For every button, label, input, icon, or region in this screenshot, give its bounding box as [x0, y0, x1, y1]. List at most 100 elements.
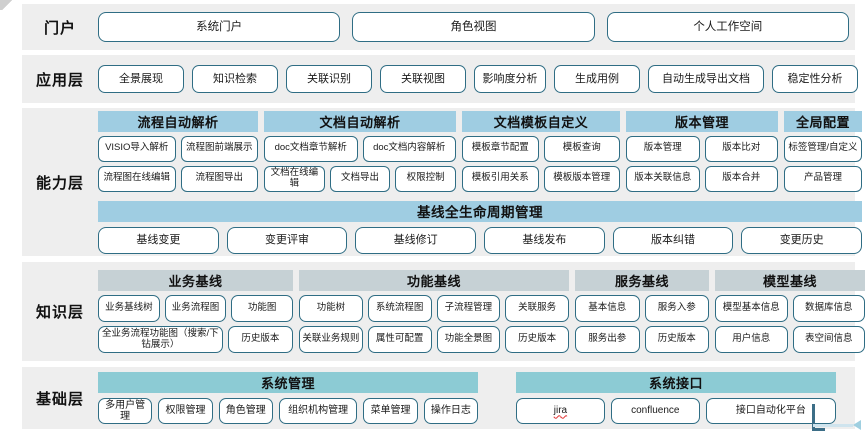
app-item-stability-analysis[interactable]: 稳定性分析 — [772, 65, 858, 93]
foundation-group-row: 多用户管理 权限管理 角色管理 组织机构管理 菜单管理 操作日志 — [98, 398, 479, 424]
foundation-group-title: 系统管理 — [98, 372, 478, 393]
lifecycle-item-baseline-publish[interactable]: 基线发布 — [484, 226, 605, 254]
knowledge-layer-section: 知识层 业务基线 业务基线树 业务流程图 功能图 全业务流程功能图（搜索/下钻展… — [22, 262, 865, 361]
decorative-bracket — [812, 404, 825, 431]
capability-group-title: 流程自动解析 — [98, 110, 258, 132]
portal-item-personal-workspace[interactable]: 个人工作空间 — [606, 12, 849, 42]
know-item-system-flowchart[interactable]: 系统流程图 — [367, 295, 432, 322]
capability-group-process-auto-parse: 流程自动解析 VISIO导入解析 流程图前端展示 流程图在线编辑 流程图导出 — [98, 110, 258, 192]
knowledge-group-row: 基本信息 服务入参 — [575, 295, 709, 322]
base-item-operation-log[interactable]: 操作日志 — [423, 398, 479, 424]
cap-item-template-query[interactable]: 模板查询 — [543, 135, 620, 162]
know-item-related-business-rule[interactable]: 关联业务规则 — [299, 326, 363, 353]
know-item-attribute-configurable[interactable]: 属性可配置 — [367, 326, 432, 353]
cap-item-template-version-manage[interactable]: 模板版本管理 — [543, 165, 620, 192]
cap-item-version-merge[interactable]: 版本合并 — [704, 165, 778, 192]
base-item-role-manage[interactable]: 角色管理 — [218, 398, 273, 424]
portal-layer-body: 系统门户 角色视图 个人工作空间 — [98, 12, 855, 42]
knowledge-layer-label: 知识层 — [35, 304, 84, 321]
base-item-menu-manage[interactable]: 菜单管理 — [363, 398, 418, 424]
foundation-group-system-interface: 系统接口 jira confluence 接口自动化平台 — [516, 372, 836, 424]
app-item-impact-analysis[interactable]: 影响度分析 — [474, 65, 546, 93]
know-item-subprocess-manage[interactable]: 子流程管理 — [436, 295, 501, 322]
portal-item-system-portal[interactable]: 系统门户 — [98, 12, 341, 42]
know-item-database-info[interactable]: 数据库信息 — [792, 295, 865, 322]
lifecycle-item-baseline-revise[interactable]: 基线修订 — [355, 226, 477, 254]
know-item-function-panorama[interactable]: 功能全景图 — [436, 326, 501, 353]
capability-group-doc-template-custom: 文档模板自定义 模板章节配置 模板查询 模板引用关系 模板版本管理 — [462, 110, 620, 192]
knowledge-group-title: 业务基线 — [98, 270, 293, 291]
know-item-business-flowchart[interactable]: 业务流程图 — [164, 295, 227, 322]
know-item-history-version[interactable]: 历史版本 — [505, 326, 569, 353]
lifecycle-item-change-review[interactable]: 变更评审 — [226, 226, 348, 254]
cap-item-version-compare[interactable]: 版本比对 — [704, 135, 778, 162]
capability-groups-grid: 流程自动解析 VISIO导入解析 流程图前端展示 流程图在线编辑 流程图导出 文… — [98, 110, 862, 192]
app-item-generate-usecase[interactable]: 生成用例 — [554, 65, 640, 93]
cap-item-doc-export[interactable]: 文档导出 — [329, 165, 391, 192]
know-item-function-chart[interactable]: 功能图 — [231, 295, 294, 322]
portal-layer-section: 门户 系统门户 角色视图 个人工作空间 — [22, 4, 855, 50]
cap-item-template-reference-relation[interactable]: 模板引用关系 — [462, 165, 539, 192]
capability-group-row: 模板引用关系 模板版本管理 — [462, 165, 620, 192]
know-item-model-basic-info[interactable]: 模型基本信息 — [715, 295, 788, 322]
cap-item-template-chapter-config[interactable]: 模板章节配置 — [462, 135, 539, 162]
capability-group-title: 版本管理 — [626, 110, 778, 132]
cap-item-doc-content-parse[interactable]: doc文档内容解析 — [362, 135, 456, 162]
base-item-org-structure-manage[interactable]: 组织机构管理 — [278, 398, 358, 424]
app-item-knowledge-search[interactable]: 知识检索 — [192, 65, 278, 93]
foundation-layer-label: 基础层 — [35, 390, 84, 408]
cap-item-flowchart-export[interactable]: 流程图导出 — [180, 165, 258, 192]
cap-item-flowchart-frontend-display[interactable]: 流程图前端展示 — [180, 135, 258, 162]
knowledge-group-row: 模型基本信息 数据库信息 — [715, 295, 865, 322]
capability-layer-body: 流程自动解析 VISIO导入解析 流程图前端展示 流程图在线编辑 流程图导出 文… — [98, 110, 865, 254]
baseline-lifecycle-row: 基线变更 变更评审 基线修订 基线发布 版本纠错 变更历史 — [98, 226, 863, 254]
knowledge-groups-grid: 业务基线 业务基线树 业务流程图 功能图 全业务流程功能图（搜索/下钻展示） 历… — [98, 270, 865, 353]
decorative-arrow — [813, 420, 861, 430]
lifecycle-item-version-correction[interactable]: 版本纠错 — [612, 226, 734, 254]
know-item-full-business-flow-function-chart[interactable]: 全业务流程功能图（搜索/下钻展示） — [98, 326, 223, 353]
know-item-history-version[interactable]: 历史版本 — [227, 326, 293, 353]
know-item-tablespace-info[interactable]: 表空间信息 — [792, 326, 865, 353]
base-item-confluence[interactable]: confluence — [610, 398, 700, 424]
knowledge-group-title: 功能基线 — [299, 270, 569, 291]
cap-item-permission-control[interactable]: 权限控制 — [395, 165, 457, 192]
know-item-basic-info[interactable]: 基本信息 — [575, 295, 640, 322]
know-item-service-input-param[interactable]: 服务入参 — [644, 295, 709, 322]
base-item-permission-manage[interactable]: 权限管理 — [158, 398, 213, 424]
know-item-function-tree[interactable]: 功能树 — [299, 295, 363, 322]
knowledge-group-function-baseline: 功能基线 功能树 系统流程图 子流程管理 关联服务 关联业务规则 属性可配置 功… — [299, 270, 569, 353]
cap-item-flowchart-online-edit[interactable]: 流程图在线编辑 — [98, 165, 176, 192]
cap-item-product-manage[interactable]: 产品管理 — [784, 165, 862, 192]
capability-layer-label: 能力层 — [35, 174, 84, 192]
cap-item-version-relation-info[interactable]: 版本关联信息 — [626, 165, 700, 192]
capability-group-row: 标签管理/自定义 — [784, 135, 862, 162]
know-item-service-output-param[interactable]: 服务出参 — [575, 326, 640, 353]
capability-group-row: 模板章节配置 模板查询 — [462, 135, 620, 162]
app-item-panorama-display[interactable]: 全景展现 — [98, 65, 184, 93]
cap-item-doc-online-edit[interactable]: 文档在线编辑 — [264, 165, 325, 192]
foundation-group-row: jira confluence 接口自动化平台 — [516, 398, 836, 424]
cap-item-tag-manage-custom[interactable]: 标签管理/自定义 — [784, 135, 862, 162]
lifecycle-item-change-history[interactable]: 变更历史 — [741, 226, 863, 254]
cap-item-version-manage[interactable]: 版本管理 — [626, 135, 700, 162]
cap-item-doc-chapter-parse[interactable]: doc文档章节解析 — [264, 135, 358, 162]
knowledge-group-service-baseline: 服务基线 基本信息 服务入参 服务出参 历史版本 — [575, 270, 709, 353]
portal-item-role-view[interactable]: 角色视图 — [352, 12, 595, 42]
app-item-relation-identify[interactable]: 关联识别 — [286, 65, 372, 93]
capability-group-version-manage: 版本管理 版本管理 版本比对 版本关联信息 版本合并 — [626, 110, 778, 192]
cap-item-visio-import-parse[interactable]: VISIO导入解析 — [98, 135, 176, 162]
know-item-history-version[interactable]: 历史版本 — [644, 326, 709, 353]
application-layer-body: 全景展现 知识检索 关联识别 关联视图 影响度分析 生成用例 自动生成导出文档 … — [98, 65, 864, 93]
knowledge-group-title: 模型基线 — [715, 270, 865, 291]
base-item-jira[interactable]: jira — [516, 398, 605, 424]
knowledge-group-row: 功能树 系统流程图 子流程管理 关联服务 — [299, 295, 569, 322]
capability-group-global-config: 全局配置 标签管理/自定义 产品管理 — [784, 110, 862, 192]
know-item-user-info[interactable]: 用户信息 — [715, 326, 788, 353]
app-item-auto-generate-export-doc[interactable]: 自动生成导出文档 — [648, 65, 764, 93]
base-item-multi-user-manage[interactable]: 多用户管理 — [98, 398, 153, 424]
know-item-business-baseline-tree[interactable]: 业务基线树 — [98, 295, 160, 322]
know-item-related-service[interactable]: 关联服务 — [505, 295, 569, 322]
app-item-relation-view[interactable]: 关联视图 — [380, 65, 466, 93]
lifecycle-item-baseline-change[interactable]: 基线变更 — [98, 226, 219, 254]
capability-group-row: doc文档章节解析 doc文档内容解析 — [264, 135, 456, 162]
